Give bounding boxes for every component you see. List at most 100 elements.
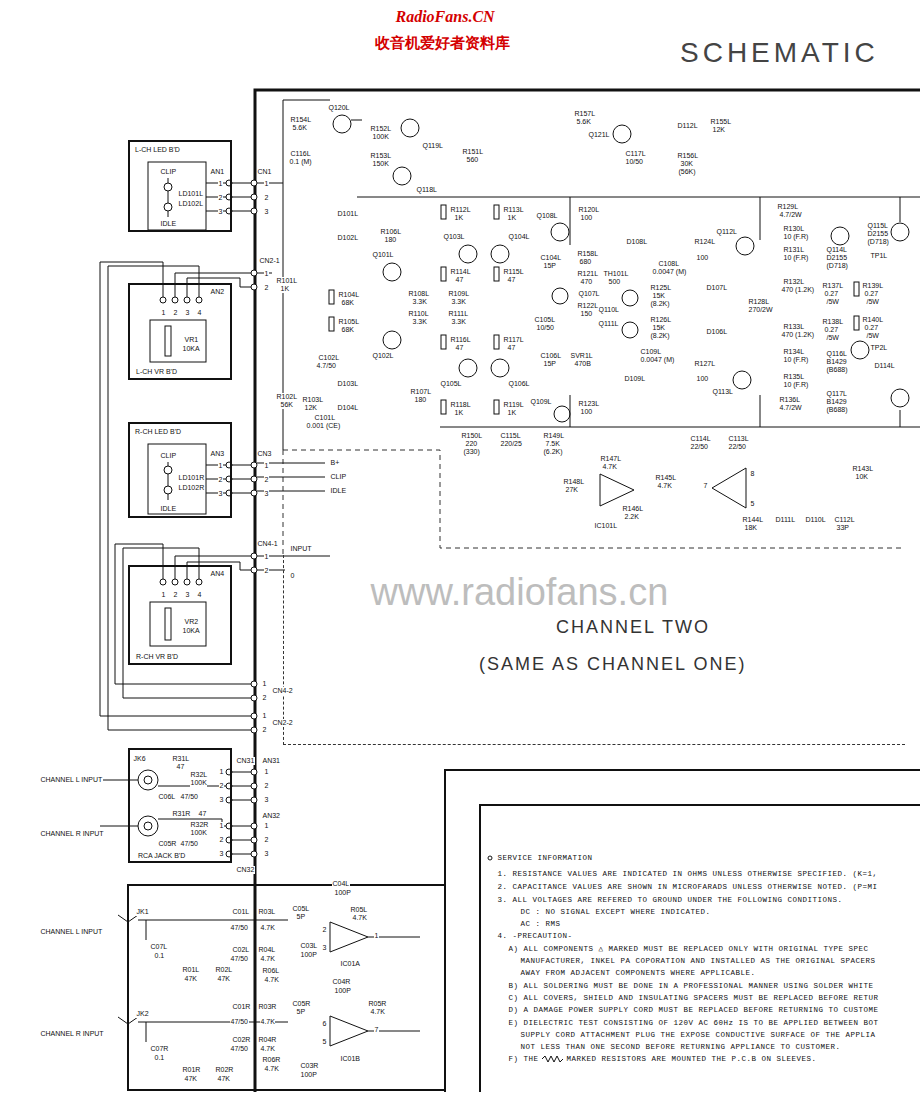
label-text: 15K — [652, 324, 665, 332]
capacitor-label: C04R — [332, 978, 351, 986]
resistor-label: R126L — [650, 316, 672, 324]
connector-label: CN1 — [257, 168, 272, 176]
pin-number: 3 — [264, 850, 269, 858]
capacitor-label: C05R — [292, 1000, 311, 1008]
label-text: 22/50 — [728, 443, 747, 451]
pin-number: 3 — [264, 796, 269, 804]
pin-number: 1 — [264, 270, 269, 278]
pin-number: 3 — [218, 490, 223, 498]
label-text: 5.6K — [292, 124, 307, 132]
label-text: 4.7/2W — [779, 211, 802, 219]
capacitor-label: C106L — [540, 352, 562, 360]
label-text: 100 — [696, 375, 709, 383]
pin-number: 1 — [264, 553, 269, 561]
capacitor-label: C01R — [232, 1003, 251, 1011]
label-text: 47/50 — [230, 1018, 249, 1026]
label-text: (330) — [463, 448, 480, 456]
service-note: 1. RESISTANCE VALUES ARE INDICATED IN OH… — [497, 870, 878, 878]
resistor-label: R135L — [783, 373, 805, 381]
label-text: 100K — [190, 829, 207, 837]
pin-number: 2 — [262, 726, 267, 734]
label-text: 3.3K — [451, 298, 466, 306]
pin-number: 2 — [173, 591, 178, 599]
pin-number: 3 — [219, 850, 224, 858]
label-text: IC01B — [340, 1055, 360, 1063]
label-text: /5W — [826, 334, 839, 342]
label-text: 100P — [300, 951, 317, 959]
label-text: 10KA — [182, 345, 200, 353]
capacitor-label: C05R — [158, 840, 177, 848]
resistor-label: R32L — [190, 771, 208, 779]
pin-number: 4 — [197, 309, 202, 317]
label-text: 12K — [304, 404, 317, 412]
service-note: 4. -PRECAUTION- — [497, 932, 573, 940]
label-text: CHANNEL R INPUT — [40, 1030, 104, 1038]
resistor-label: R145L — [655, 474, 677, 482]
pin-number: 2 — [264, 782, 269, 790]
label-text: B1429 — [826, 358, 847, 366]
resistor-label: R04R — [258, 1036, 277, 1044]
resistor-label: R121L — [577, 270, 599, 278]
connector-label: CN4-1 — [257, 540, 278, 548]
label-text: 47/50 — [180, 840, 199, 848]
pin-number: 3 — [218, 208, 223, 216]
resistor-label: R103L — [302, 396, 324, 404]
resistor-label: R03L — [258, 908, 276, 916]
transistor-label: Q104L — [508, 233, 530, 241]
label-text: 15P — [543, 360, 556, 368]
label-text: LD101L — [178, 190, 204, 198]
label-text: 7.5K — [545, 440, 560, 448]
label-text: 100P — [334, 987, 351, 995]
label-text: IC101L — [594, 522, 618, 530]
label-text: SVR1L — [570, 352, 593, 360]
label-text: IDLE — [330, 487, 347, 495]
label-text: 15P — [543, 262, 556, 270]
transistor-label: Q118L — [416, 186, 438, 194]
region-heading: CHANNEL TWO — [556, 618, 710, 638]
label-text: 4.7K — [264, 976, 279, 984]
label-text: 4.7K — [260, 1045, 275, 1053]
label-text: CLIP — [160, 168, 177, 176]
capacitor-label: C114L — [690, 435, 711, 443]
pin-number: 2 — [218, 194, 223, 202]
service-note: 2. CAPACITANCE VALUES ARE SHOWN IN MICRO… — [497, 883, 878, 891]
transistor-label: Q114L — [826, 246, 848, 254]
label-text: 4.7K — [657, 482, 672, 490]
label-text: 180 — [384, 236, 397, 244]
resistor-label: R112L — [450, 206, 471, 214]
capacitor-label: C01L — [232, 908, 250, 916]
service-note: B) ALL SOLDERING MUST BE DONE IN A PROFE… — [508, 982, 874, 990]
transistor-label: Q113L — [712, 388, 734, 396]
service-note: SERVICE INFORMATION — [497, 854, 593, 862]
resistor-label: R31R — [172, 810, 191, 818]
label-text: 10 (F.R) — [783, 381, 809, 389]
pin-number: 3 — [264, 490, 269, 498]
label-text: 10 (F.R) — [783, 254, 809, 262]
label-text: 470B — [574, 360, 591, 368]
label-text: 47 — [455, 344, 464, 352]
diode-label: D107L — [706, 284, 728, 292]
resistor-label: R110L — [408, 310, 429, 318]
connector-label: AN1 — [210, 168, 225, 176]
transistor-label: Q119L — [422, 142, 444, 150]
label-text: 47K — [184, 975, 197, 983]
label-text: 68K — [341, 299, 354, 307]
label-text: 3.3K — [451, 318, 466, 326]
label-text: 2.2K — [624, 513, 639, 521]
resistor-label: R124L — [694, 238, 716, 246]
label-text: 15K — [652, 292, 665, 300]
label-text: LD102R — [178, 484, 205, 492]
resistor-label: R119L — [503, 401, 524, 409]
label-text: IDLE — [160, 220, 177, 228]
resistor-label: R149L — [543, 432, 565, 440]
capacitor-label: C02R — [232, 1036, 251, 1044]
resistor-label: R129L — [777, 203, 799, 211]
transistor-label: Q112L — [716, 228, 738, 236]
diode-label: D102L — [337, 234, 359, 242]
label-text: 12K — [712, 126, 725, 134]
pin-number: 1 — [262, 712, 267, 720]
label-text: 0.27 — [824, 326, 839, 334]
service-note: MANUFACTURER, INKEL PA COPORATION AND IN… — [520, 957, 876, 965]
label-text: 10/50 — [625, 158, 644, 166]
capacitor-label: C05L — [292, 905, 310, 913]
